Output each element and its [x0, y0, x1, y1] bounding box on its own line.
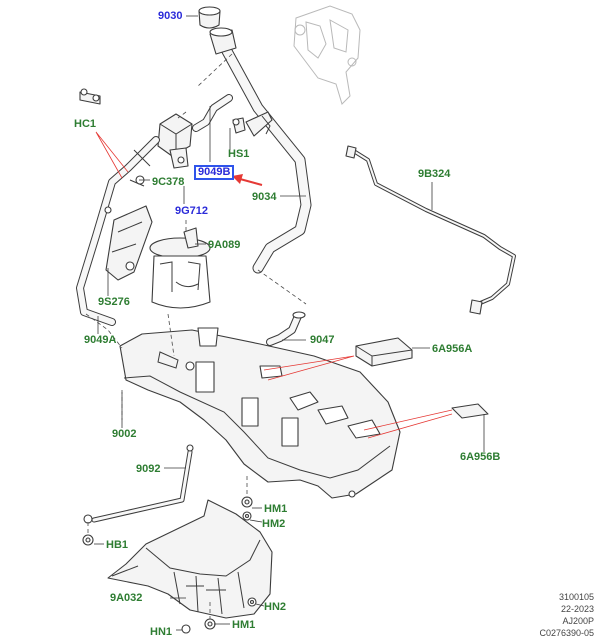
- pointer-arrow: [232, 174, 263, 186]
- leader-lines: [94, 106, 485, 631]
- vent-hose-9049b: [192, 94, 246, 134]
- callout-9002[interactable]: 9002: [112, 428, 137, 440]
- callout-9049a[interactable]: 9049A: [84, 334, 117, 346]
- callout-9092[interactable]: 9092: [136, 463, 161, 475]
- reference-code: 22-2023: [560, 604, 594, 614]
- fastener-hn2: [247, 597, 257, 607]
- callout-hn1[interactable]: HN1: [150, 626, 173, 638]
- pad-6a956a: [355, 337, 413, 367]
- filler-cap-9030: [186, 6, 221, 29]
- callout-9g712[interactable]: 9G712: [175, 205, 209, 217]
- callout-9030[interactable]: 9030: [158, 10, 183, 22]
- fuel-line-9b324: [345, 145, 516, 315]
- fuel-pump-module-9a089: [149, 227, 211, 309]
- valve-assembly-9g712: [157, 113, 193, 169]
- fastener-hb1: [82, 534, 94, 546]
- callout-hs1[interactable]: HS1: [228, 148, 250, 160]
- callout-hn2[interactable]: HN2: [264, 601, 287, 613]
- callout-hm1-top[interactable]: HM1: [264, 503, 288, 515]
- callout-6a956b[interactable]: 6A956B: [460, 451, 501, 463]
- callout-9049b[interactable]: 9049B: [194, 165, 235, 180]
- pad-6a956b: [451, 403, 489, 419]
- callout-hm1-bottom[interactable]: HM1: [232, 619, 256, 631]
- callout-6a956a[interactable]: 6A956A: [432, 343, 473, 355]
- callout-hb1[interactable]: HB1: [106, 539, 129, 551]
- callout-hm2[interactable]: HM2: [262, 518, 286, 530]
- reference-code: AJ200P: [562, 616, 594, 626]
- fuel-tank-9002: [119, 327, 401, 499]
- callout-9s276[interactable]: 9S276: [98, 296, 130, 308]
- fastener-hn1: [181, 624, 191, 634]
- fastener-hm2: [242, 511, 252, 521]
- filler-neck-9034: [209, 27, 312, 274]
- callout-9a032[interactable]: 9A032: [110, 592, 143, 604]
- reference-code: 3100105: [558, 592, 594, 602]
- callout-9c378[interactable]: 9C378: [152, 176, 185, 188]
- fastener-hm1-bottom: [204, 618, 216, 630]
- callout-9a089[interactable]: 9A089: [208, 239, 241, 251]
- elbow-hose-9047: [266, 311, 306, 346]
- callout-hc1[interactable]: HC1: [74, 118, 97, 130]
- connector-hc1: [79, 88, 101, 105]
- engine-component-ghost: [293, 5, 361, 105]
- strap-9092: [83, 444, 194, 524]
- diagram-reference-codes: 3100105 22-2023 AJ200P C0276390-05: [539, 591, 594, 639]
- bracket-9s276: [104, 205, 153, 281]
- callout-9034[interactable]: 9034: [252, 191, 277, 203]
- heat-shield-9a032: [107, 499, 273, 619]
- reference-code: C0276390-05: [539, 628, 594, 638]
- fastener-hm1-top: [241, 496, 253, 508]
- callout-9047[interactable]: 9047: [310, 334, 335, 346]
- callout-9b324[interactable]: 9B324: [418, 168, 451, 180]
